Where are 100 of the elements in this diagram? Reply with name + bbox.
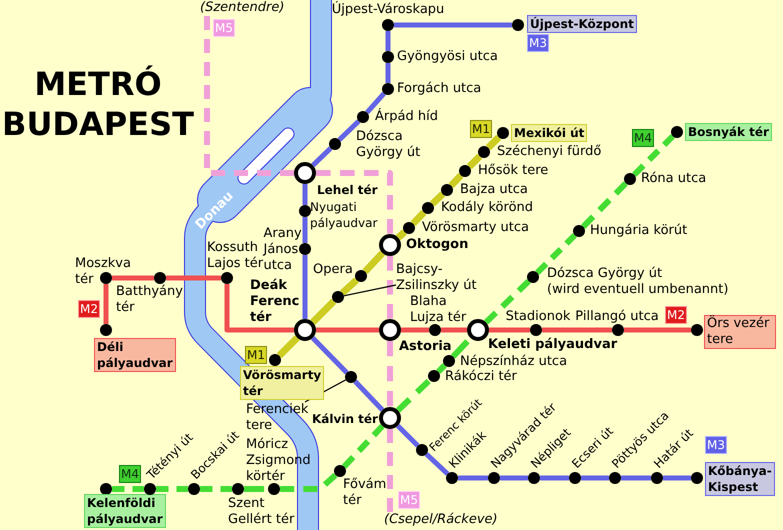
leader-line <box>344 284 396 296</box>
metro-line <box>112 276 154 280</box>
dashed-metro-line <box>632 134 675 177</box>
station-name: Kossuth Lajos tér <box>207 240 264 272</box>
metro-line <box>365 92 386 114</box>
station-name: Gyöngyösi utca <box>397 49 498 65</box>
line-badge: M5 <box>398 491 420 509</box>
station-name: Róna utca <box>641 171 706 187</box>
dashed-metro-line <box>387 429 393 512</box>
metro-line <box>448 172 464 188</box>
metro-line <box>458 476 488 480</box>
metro-line <box>353 380 384 412</box>
metro-line <box>430 192 446 206</box>
dashed-metro-line <box>535 233 577 275</box>
metro-line <box>663 476 691 480</box>
metro-line <box>302 217 308 243</box>
dashed-metro-line <box>342 424 385 469</box>
station-name: Oktogon <box>406 237 468 253</box>
station-name: Dózsca György út <box>356 129 422 161</box>
station-name: Forgách utca <box>397 81 482 97</box>
metro-line <box>310 298 336 325</box>
line-badge: M1 <box>470 120 492 138</box>
dashed-metro-line <box>581 181 628 229</box>
metro-line <box>302 184 308 205</box>
station-name: Újpest-Városkapu <box>332 2 444 18</box>
metro-line <box>310 336 349 374</box>
terminus-label: Újpest-Központ <box>527 15 637 33</box>
station-name: Astoria <box>399 339 452 355</box>
station-name: Széchenyi fürdő <box>497 144 602 160</box>
line-badge: M3 <box>527 34 549 52</box>
station-name: Kodály körönd <box>441 200 534 216</box>
station-name: Hungária körút <box>590 223 688 239</box>
station-name: Bajza utca <box>460 182 528 198</box>
terminus-label: Kelenföldi pályaudvar <box>84 494 166 528</box>
dashed-metro-line <box>316 170 393 234</box>
station-name: Népszínház utca <box>460 354 568 370</box>
station-name: Árpád híd <box>375 109 438 125</box>
dashed-metro-line <box>396 378 432 413</box>
metro-line <box>500 476 528 480</box>
metro-line <box>166 276 221 280</box>
metro-line <box>401 328 429 332</box>
station-name: Keleti pályaudvar <box>488 337 618 353</box>
metro-line <box>410 210 426 226</box>
station-name: Batthyány tér <box>116 284 183 316</box>
dashed-metro-line <box>204 16 294 176</box>
dashed-metro-line <box>387 341 393 407</box>
destination-label: (Csepel/Ráckeve) <box>384 512 498 528</box>
metro-line <box>302 255 308 319</box>
dashed-metro-line <box>156 486 188 492</box>
metro-line <box>396 229 407 240</box>
metro-line <box>624 328 691 332</box>
metro-line <box>581 476 609 480</box>
dashed-metro-line <box>280 472 338 492</box>
destination-label: (Szentendre) <box>200 0 284 16</box>
metro-line <box>362 250 386 274</box>
dashed-metro-line <box>484 279 531 325</box>
metro-line <box>338 119 360 142</box>
station-name: Szent Gellért tér <box>228 496 295 528</box>
station-dot <box>345 371 357 383</box>
station-name: Dózsca György út <box>547 266 664 282</box>
terminus-label: Örs vezér tere <box>704 315 776 349</box>
line-badge: M5 <box>213 19 235 37</box>
terminus-label: Vörösmarty tér <box>240 366 324 400</box>
metro-line <box>311 146 332 168</box>
terminus-label: Mexikói út <box>511 124 588 142</box>
metro-line <box>621 476 651 480</box>
station-name: Blaha Lujza tér <box>410 294 467 326</box>
metro-line <box>316 328 379 332</box>
line-badge: M4 <box>632 129 654 147</box>
line-badge: M2 <box>78 300 100 318</box>
metro-line <box>542 328 612 332</box>
metro-line <box>386 31 390 51</box>
metro-line <box>396 424 420 448</box>
metro-line <box>424 452 450 476</box>
metro-line <box>486 134 502 150</box>
station-dot <box>332 291 344 303</box>
station-name: Fővám tér <box>343 477 388 509</box>
metro-line <box>466 154 482 170</box>
metro-line <box>540 476 569 480</box>
line-badge: M2 <box>665 306 687 324</box>
station-name: Nyugati pályaudvar <box>310 199 378 231</box>
station-name: Vörösmarty utca <box>422 220 529 236</box>
metro-line <box>276 335 300 358</box>
dashed-metro-line <box>112 486 144 492</box>
dashed-metro-line <box>436 363 447 374</box>
station-name: Hősök tere <box>478 163 548 179</box>
station-note: (wird eventuell umbenannt) <box>547 282 728 298</box>
metro-line <box>386 63 390 83</box>
dashed-metro-line <box>200 486 232 492</box>
metro-line <box>340 277 359 296</box>
station-name: Moszkva tér <box>75 256 131 287</box>
dashed-metro-line <box>387 256 393 319</box>
station-name: Opera <box>313 262 353 278</box>
line-badge: M1 <box>245 346 267 364</box>
metro-line <box>224 284 294 332</box>
metro-line <box>394 22 512 28</box>
metro-line <box>489 328 530 332</box>
station-name: Pillangó utca <box>575 309 659 325</box>
metro-line <box>104 284 108 324</box>
station-name: Deák Ferenc tér <box>250 278 300 326</box>
